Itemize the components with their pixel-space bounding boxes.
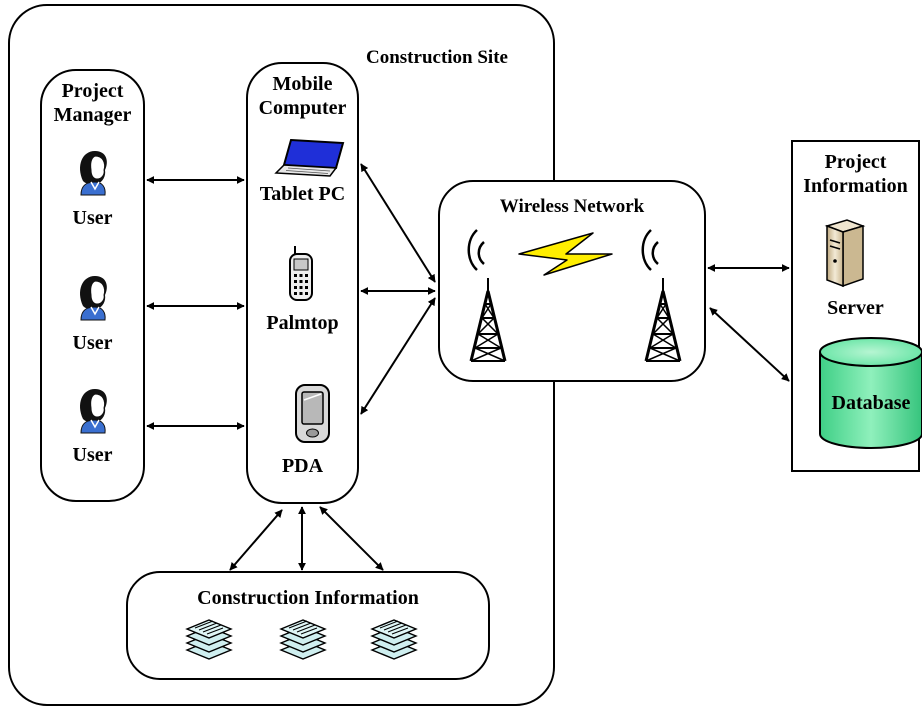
construction-information-title: Construction Information [197, 587, 419, 609]
document-stack-icon [371, 619, 417, 660]
user-icon [79, 275, 108, 321]
tablet-pc-label: Tablet PC [259, 183, 346, 205]
arrow-mobile-constructioninfo-left [229, 509, 283, 571]
laptop-icon [274, 138, 345, 177]
user-icon [79, 150, 108, 196]
server-label: Server [827, 297, 884, 319]
wireless-network-box [438, 180, 706, 382]
project-information-title-line2: Information [803, 175, 908, 197]
arrow-tabletpc-wireless [360, 163, 436, 283]
pda-icon [295, 384, 330, 443]
mobile-computer-title-line1: Mobile [272, 73, 333, 95]
pda-label: PDA [281, 455, 324, 477]
project-manager-title-line1: Project [61, 80, 124, 102]
arrow-mobile-constructioninfo-right [319, 506, 384, 571]
document-stack-icon [280, 619, 326, 660]
project-information-title-line1: Project [824, 151, 887, 173]
server-icon [824, 219, 866, 288]
user-label: User [72, 207, 113, 229]
arrow-wireless-database [709, 307, 790, 382]
palmtop-label: Palmtop [266, 312, 339, 334]
document-stack-icon [186, 619, 232, 660]
user-label: User [72, 444, 113, 466]
user-label: User [72, 332, 113, 354]
signal-waves-icon [467, 229, 659, 271]
arrow-pda-wireless [360, 297, 436, 415]
database-label: Database [831, 392, 911, 414]
user-icon [79, 388, 108, 434]
wireless-network-title: Wireless Network [499, 196, 645, 217]
lightning-icon [518, 232, 613, 276]
construction-site-title: Construction Site [366, 47, 508, 68]
mobile-computer-box [246, 62, 359, 504]
project-information-box [791, 140, 920, 472]
database-icon [819, 337, 922, 449]
project-manager-box [40, 69, 145, 502]
mobile-computer-title-line2: Computer [258, 97, 347, 119]
construction-information-box [126, 571, 490, 680]
palmtop-icon [289, 246, 313, 301]
project-manager-title-line2: Manager [53, 104, 132, 126]
